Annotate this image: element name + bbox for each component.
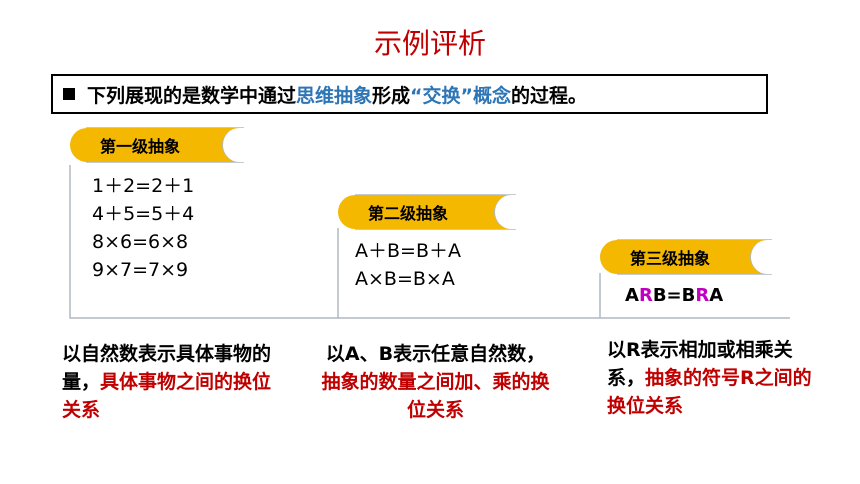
equation-row: 1＋2=2＋1 (92, 175, 195, 197)
level2-desc-red: 抽象的数量之间加、乘的换位关系 (321, 371, 550, 421)
level1-description: 以自然数表示具体事物的量，具体事物之间的换位关系 (62, 340, 272, 424)
intro-prefix: 下列展现的是数学中通过 (87, 84, 297, 107)
level3-tag-label: 第三级抽象 (630, 249, 711, 268)
equation-row: 4＋5=5＋4 (92, 203, 195, 225)
intro-suffix: 的过程。 (511, 84, 588, 107)
equation-row: 8×6=6×8 (92, 231, 189, 253)
level1-desc-red: 具体事物之间的换位关系 (62, 371, 272, 421)
symbol-r: R (695, 285, 710, 306)
symbol-a: A (625, 285, 639, 306)
intro-middle: 形成 (372, 84, 411, 107)
level2-equations: A＋B=B＋A A×B=B×A (355, 237, 461, 293)
equation-row: A×B=B×A (355, 268, 455, 290)
equation-row: 9×7=7×9 (92, 259, 189, 281)
equation-row: A＋B=B＋A (355, 240, 461, 262)
level3-desc-red: 抽象的符号R之间的换位关系 (607, 367, 812, 417)
intro-highlight-exchange-concept: “交换”概念 (410, 84, 512, 107)
page-title: 示例评析 (373, 27, 486, 60)
level3-equation: ARB=BRA (625, 282, 723, 310)
level1-equations: 1＋2=2＋1 4＋5=5＋4 8×6=6×8 9×7=7×9 (92, 172, 194, 284)
level2-desc-plain: 以A、B表示任意自然数， (325, 343, 546, 365)
level1-tag: 第一级抽象 (70, 128, 262, 162)
level2-description: 以A、B表示任意自然数， 抽象的数量之间加、乘的换位关系 (318, 340, 553, 424)
symbol-b-eq-b: B=B (652, 285, 696, 306)
intro-highlight-thinking-abstraction: 思维抽象 (296, 84, 373, 107)
level3-description: 以R表示相加或相乘关系，抽象的符号R之间的换位关系 (607, 336, 822, 420)
square-bullet-icon (63, 88, 75, 100)
staircase-line (69, 165, 790, 319)
equation-row: ARB=BRA (625, 282, 723, 310)
level1-desc-plain: 以自然数表示具体事物的量， (62, 343, 272, 393)
symbol-a: A (709, 285, 724, 306)
level3-tag: 第三级抽象 (600, 240, 790, 274)
intro-statement: 下列展现的是数学中通过思维抽象形成“交换”概念的过程。 (51, 74, 768, 114)
level2-tag-label: 第二级抽象 (368, 204, 449, 223)
level2-tag: 第二级抽象 (338, 195, 534, 229)
level3-desc-plain: 以R表示相加或相乘关系， (607, 339, 793, 389)
level1-tag-label: 第一级抽象 (100, 137, 181, 156)
symbol-r: R (638, 285, 653, 306)
